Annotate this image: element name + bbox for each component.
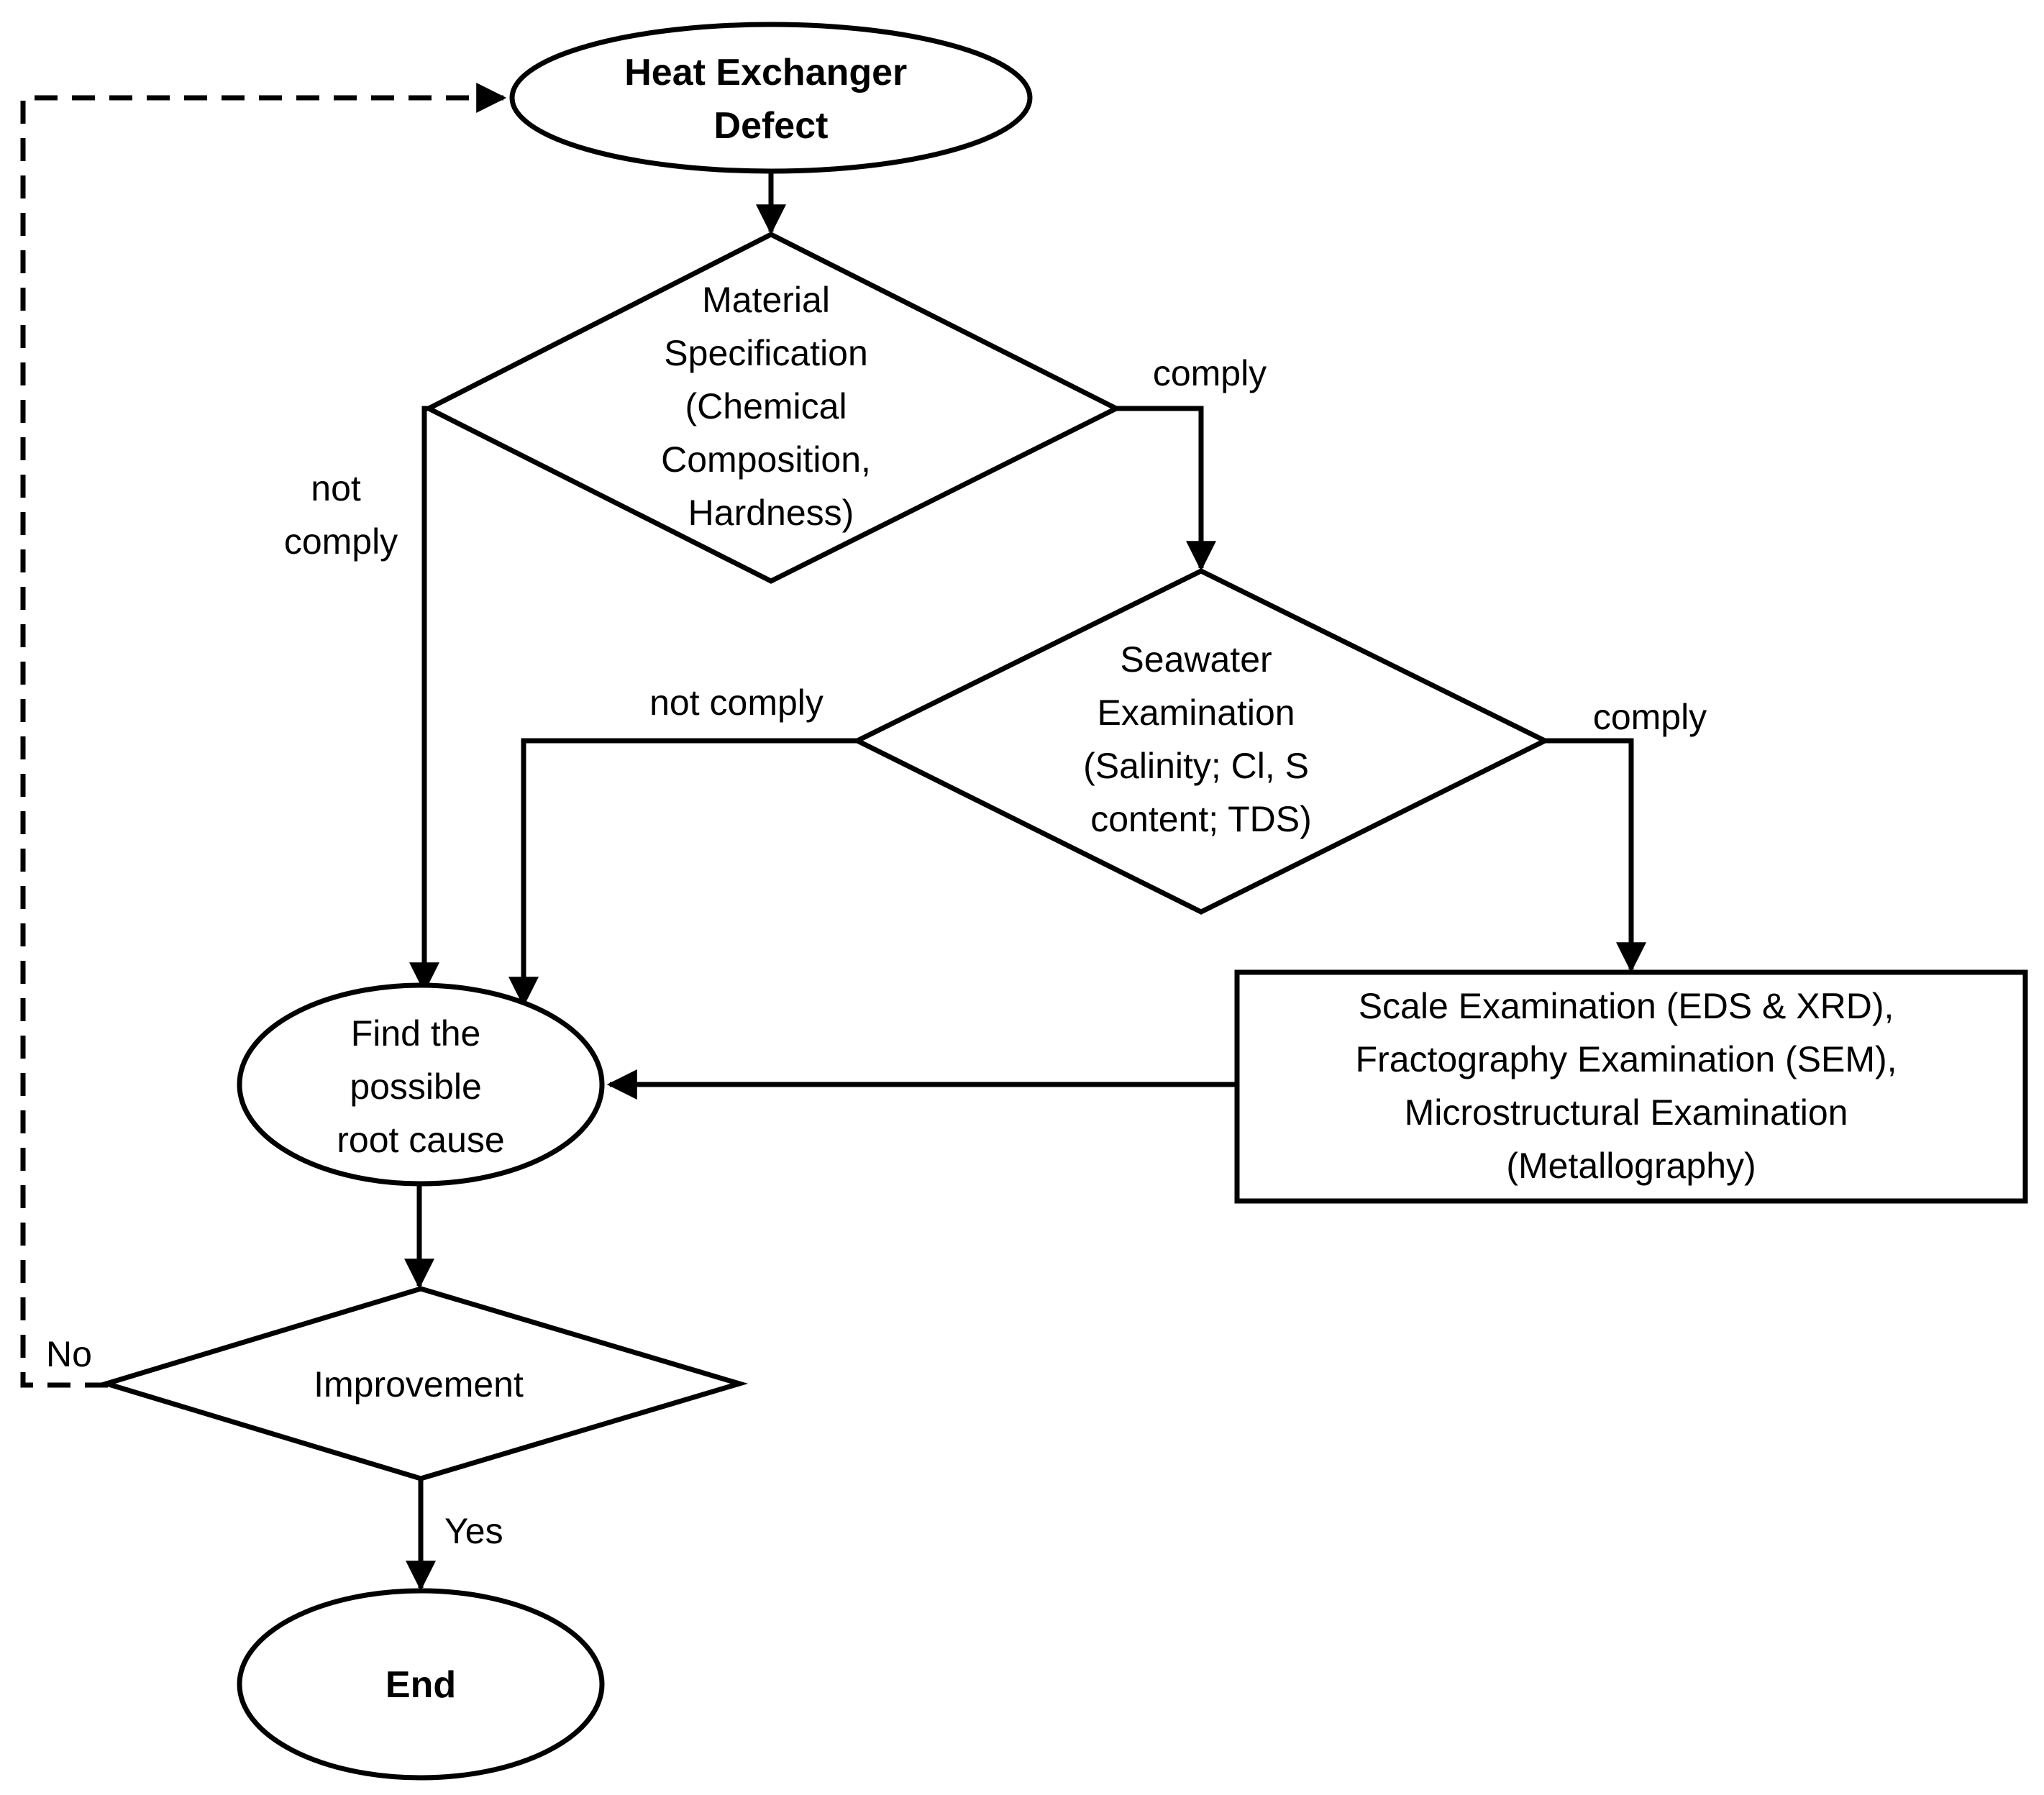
edge-improvement-no — [20, 83, 507, 1388]
material-label: Material Specification (Chemical Composi… — [661, 280, 881, 533]
seawater-decision — [852, 568, 1551, 915]
improvement-decision — [97, 1286, 749, 1481]
edge-seawater-comply — [1545, 738, 1646, 973]
rootcause-node — [237, 982, 605, 1187]
material-decision — [423, 232, 1122, 584]
scale-label: Scale Examination (EDS & XRD), Fractogra… — [1356, 986, 1907, 1186]
improvement-yes-label: Yes — [444, 1511, 503, 1551]
improvement-label: Improvement — [314, 1364, 524, 1405]
seawater-label: Seawater Examination (Salinity; Cl, S co… — [1083, 639, 1319, 839]
seawater-comply-label: comply — [1593, 697, 1707, 737]
start-label: Heat Exchanger Defect — [624, 52, 918, 147]
rootcause-label: Find the possible root cause — [337, 1013, 504, 1160]
edge-material-comply — [1116, 406, 1216, 572]
end-label: End — [385, 1664, 456, 1706]
seawater-not-comply-label: not comply — [649, 682, 823, 723]
edge-material-not-comply — [409, 406, 439, 993]
improvement-no-label: No — [46, 1334, 92, 1374]
edge-seawater-not-comply — [508, 738, 857, 1008]
material-comply-label: comply — [1153, 353, 1267, 393]
start-node — [509, 22, 1033, 174]
material-not-comply-label: not comply — [284, 468, 398, 562]
scale-examination-box — [1234, 969, 2028, 1204]
end-node — [237, 1588, 605, 1781]
